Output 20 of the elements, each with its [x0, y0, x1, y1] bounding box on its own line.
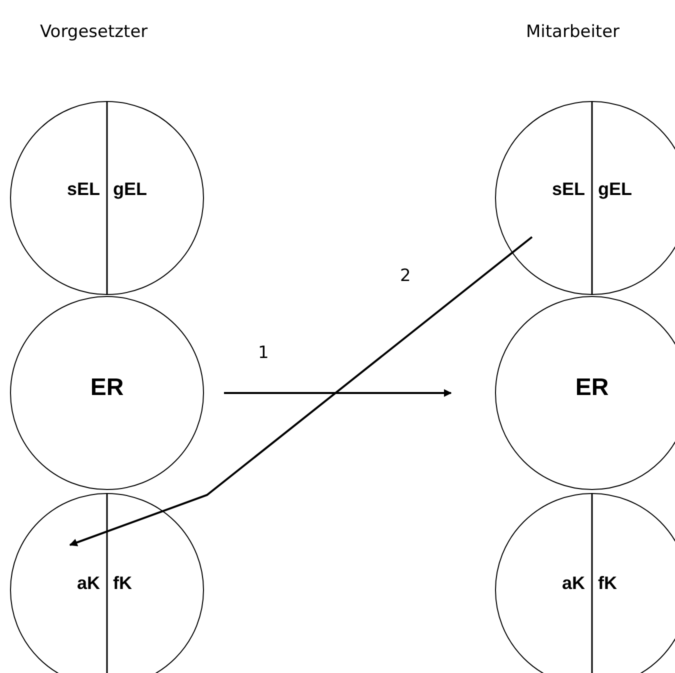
ego-state-circle — [495, 493, 675, 673]
ego-state-circle — [495, 296, 675, 490]
ego-state-label: aK — [562, 574, 585, 592]
ego-state-circle — [10, 101, 204, 295]
ego-state-label: ER — [574, 376, 610, 400]
ego-state-circle — [10, 296, 204, 490]
ego-state-label: gEL — [113, 180, 147, 198]
column-heading: Vorgesetzter — [40, 24, 148, 41]
ego-state-label: fK — [113, 574, 132, 592]
column-heading: Mitarbeiter — [526, 24, 620, 41]
ego-state-label: aK — [76, 574, 100, 592]
arrow — [224, 389, 452, 397]
ego-state-label: gEL — [598, 180, 632, 198]
ego-state-label: sEL — [66, 180, 100, 198]
ego-state-label: fK — [598, 574, 617, 592]
ego-state-label: ER — [89, 376, 125, 400]
ego-state-circle — [495, 101, 675, 295]
ego-state-circle — [10, 493, 204, 673]
arrow — [69, 236, 533, 546]
ego-state-label: sEL — [552, 180, 585, 198]
